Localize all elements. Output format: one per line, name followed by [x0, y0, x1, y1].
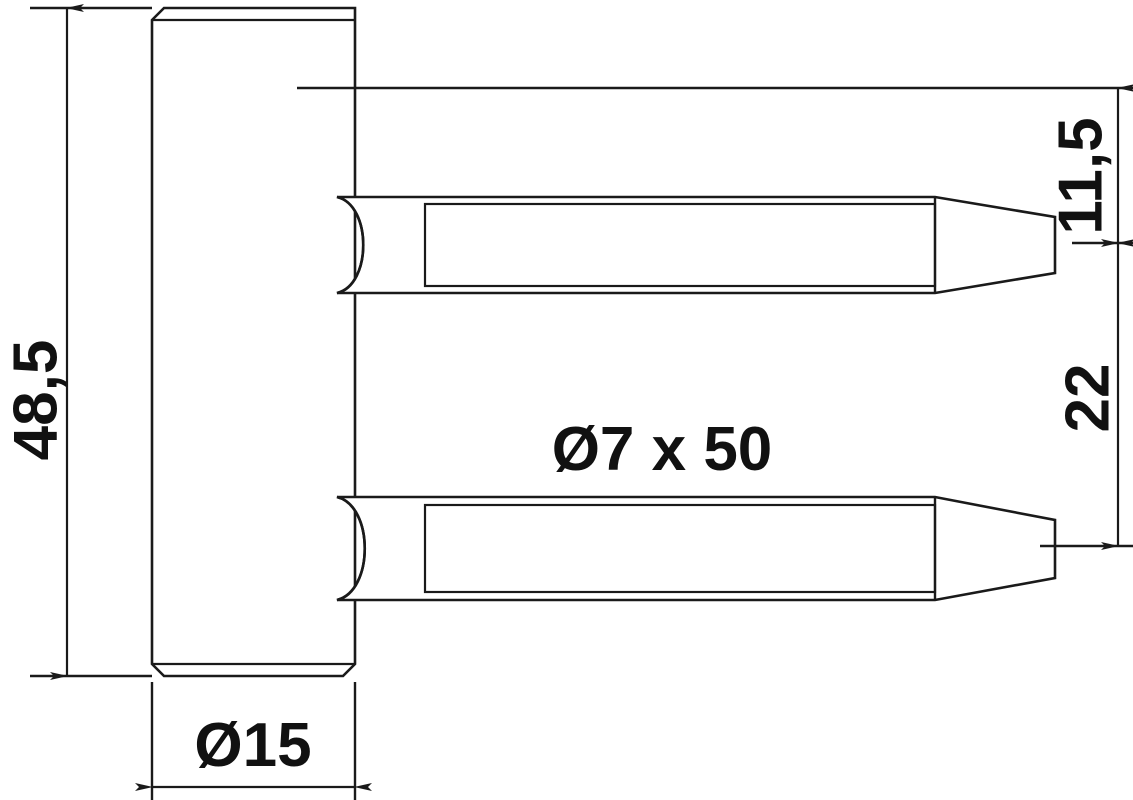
upper-pin — [336, 195, 1057, 295]
lower-pin-outline — [336, 495, 1057, 602]
upper-pin-outline — [336, 195, 1057, 295]
body-outline — [150, 6, 357, 678]
pin-spec-label: Ø7 x 50 — [552, 415, 773, 484]
upper-pin-dome — [336, 195, 365, 295]
overall-height-dim-label: 48,5 — [1, 340, 70, 461]
dimension-top-offset: 11,5 — [1046, 84, 1133, 247]
dimension-overall-height: 48,5 — [1, 3, 84, 680]
annotation-pin-spec: Ø7 x 50 — [552, 415, 773, 484]
body-diameter-dim-label: Ø15 — [194, 711, 311, 780]
pin-spacing-dim-label: 22 — [1053, 364, 1122, 433]
lower-pin-dome — [336, 495, 366, 602]
dimension-pin-spacing: 22 — [1053, 239, 1133, 550]
lower-pin — [336, 495, 1057, 602]
dimension-body-diameter: Ø15 — [135, 711, 372, 791]
hinge-body-block — [150, 6, 357, 678]
top-offset-dim-label: 11,5 — [1046, 117, 1115, 234]
